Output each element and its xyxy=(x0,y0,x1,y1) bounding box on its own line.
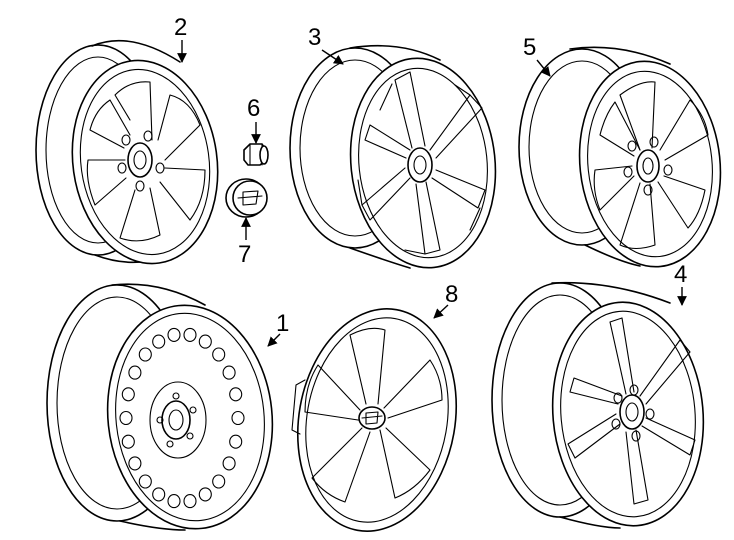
vent-hole xyxy=(167,494,181,509)
vent-hole xyxy=(121,387,135,402)
callout-4: 4 xyxy=(674,261,687,306)
vent-hole xyxy=(138,347,152,362)
callout-6: 6 xyxy=(247,95,261,144)
callout-label-8: 8 xyxy=(445,281,458,308)
callout-label-4: 4 xyxy=(674,261,687,288)
vent-hole xyxy=(222,456,236,471)
lug-holes-1 xyxy=(156,392,197,448)
callout-label-1: 1 xyxy=(276,310,289,337)
vent-hole xyxy=(198,334,212,349)
callout-7: 7 xyxy=(238,217,251,268)
callout-2: 2 xyxy=(174,14,187,63)
wheel-4 xyxy=(491,281,705,529)
vent-hole xyxy=(212,474,226,489)
wheel-5 xyxy=(518,46,722,268)
callout-label-2: 2 xyxy=(174,14,187,41)
vent-hole xyxy=(128,365,142,380)
wheel-cover-8 xyxy=(291,308,458,532)
vent-hole xyxy=(198,487,212,502)
lug-nut-6 xyxy=(243,143,269,166)
vent-hole xyxy=(121,434,135,449)
vent-hole xyxy=(138,474,152,489)
vent-hole xyxy=(152,334,166,349)
vent-hole xyxy=(119,410,133,426)
callout-label-7: 7 xyxy=(238,241,251,268)
lug-holes-5 xyxy=(623,136,673,196)
wheel-3 xyxy=(289,44,497,269)
vent-hole xyxy=(212,347,226,362)
lug-holes-4 xyxy=(611,384,655,442)
vent-hole xyxy=(229,387,243,402)
vent-hole xyxy=(183,327,197,342)
vent-holes-1 xyxy=(119,327,245,509)
vent-hole xyxy=(128,456,142,471)
vent-hole xyxy=(152,487,166,502)
vent-hole xyxy=(222,365,236,380)
vent-hole xyxy=(167,327,181,342)
vent-hole xyxy=(183,494,197,509)
lug-holes-2 xyxy=(117,130,165,192)
wheel-2 xyxy=(35,39,219,265)
center-cap-7 xyxy=(225,178,268,218)
callout-8: 8 xyxy=(433,281,458,319)
callout-3: 3 xyxy=(308,24,344,65)
callout-label-6: 6 xyxy=(247,95,260,122)
wheel-1 xyxy=(46,283,274,531)
vent-hole xyxy=(231,410,245,426)
callout-1: 1 xyxy=(267,310,289,347)
vent-hole xyxy=(229,434,243,449)
callout-label-3: 3 xyxy=(308,24,321,51)
callout-5: 5 xyxy=(523,34,551,77)
callout-label-5: 5 xyxy=(523,34,536,61)
